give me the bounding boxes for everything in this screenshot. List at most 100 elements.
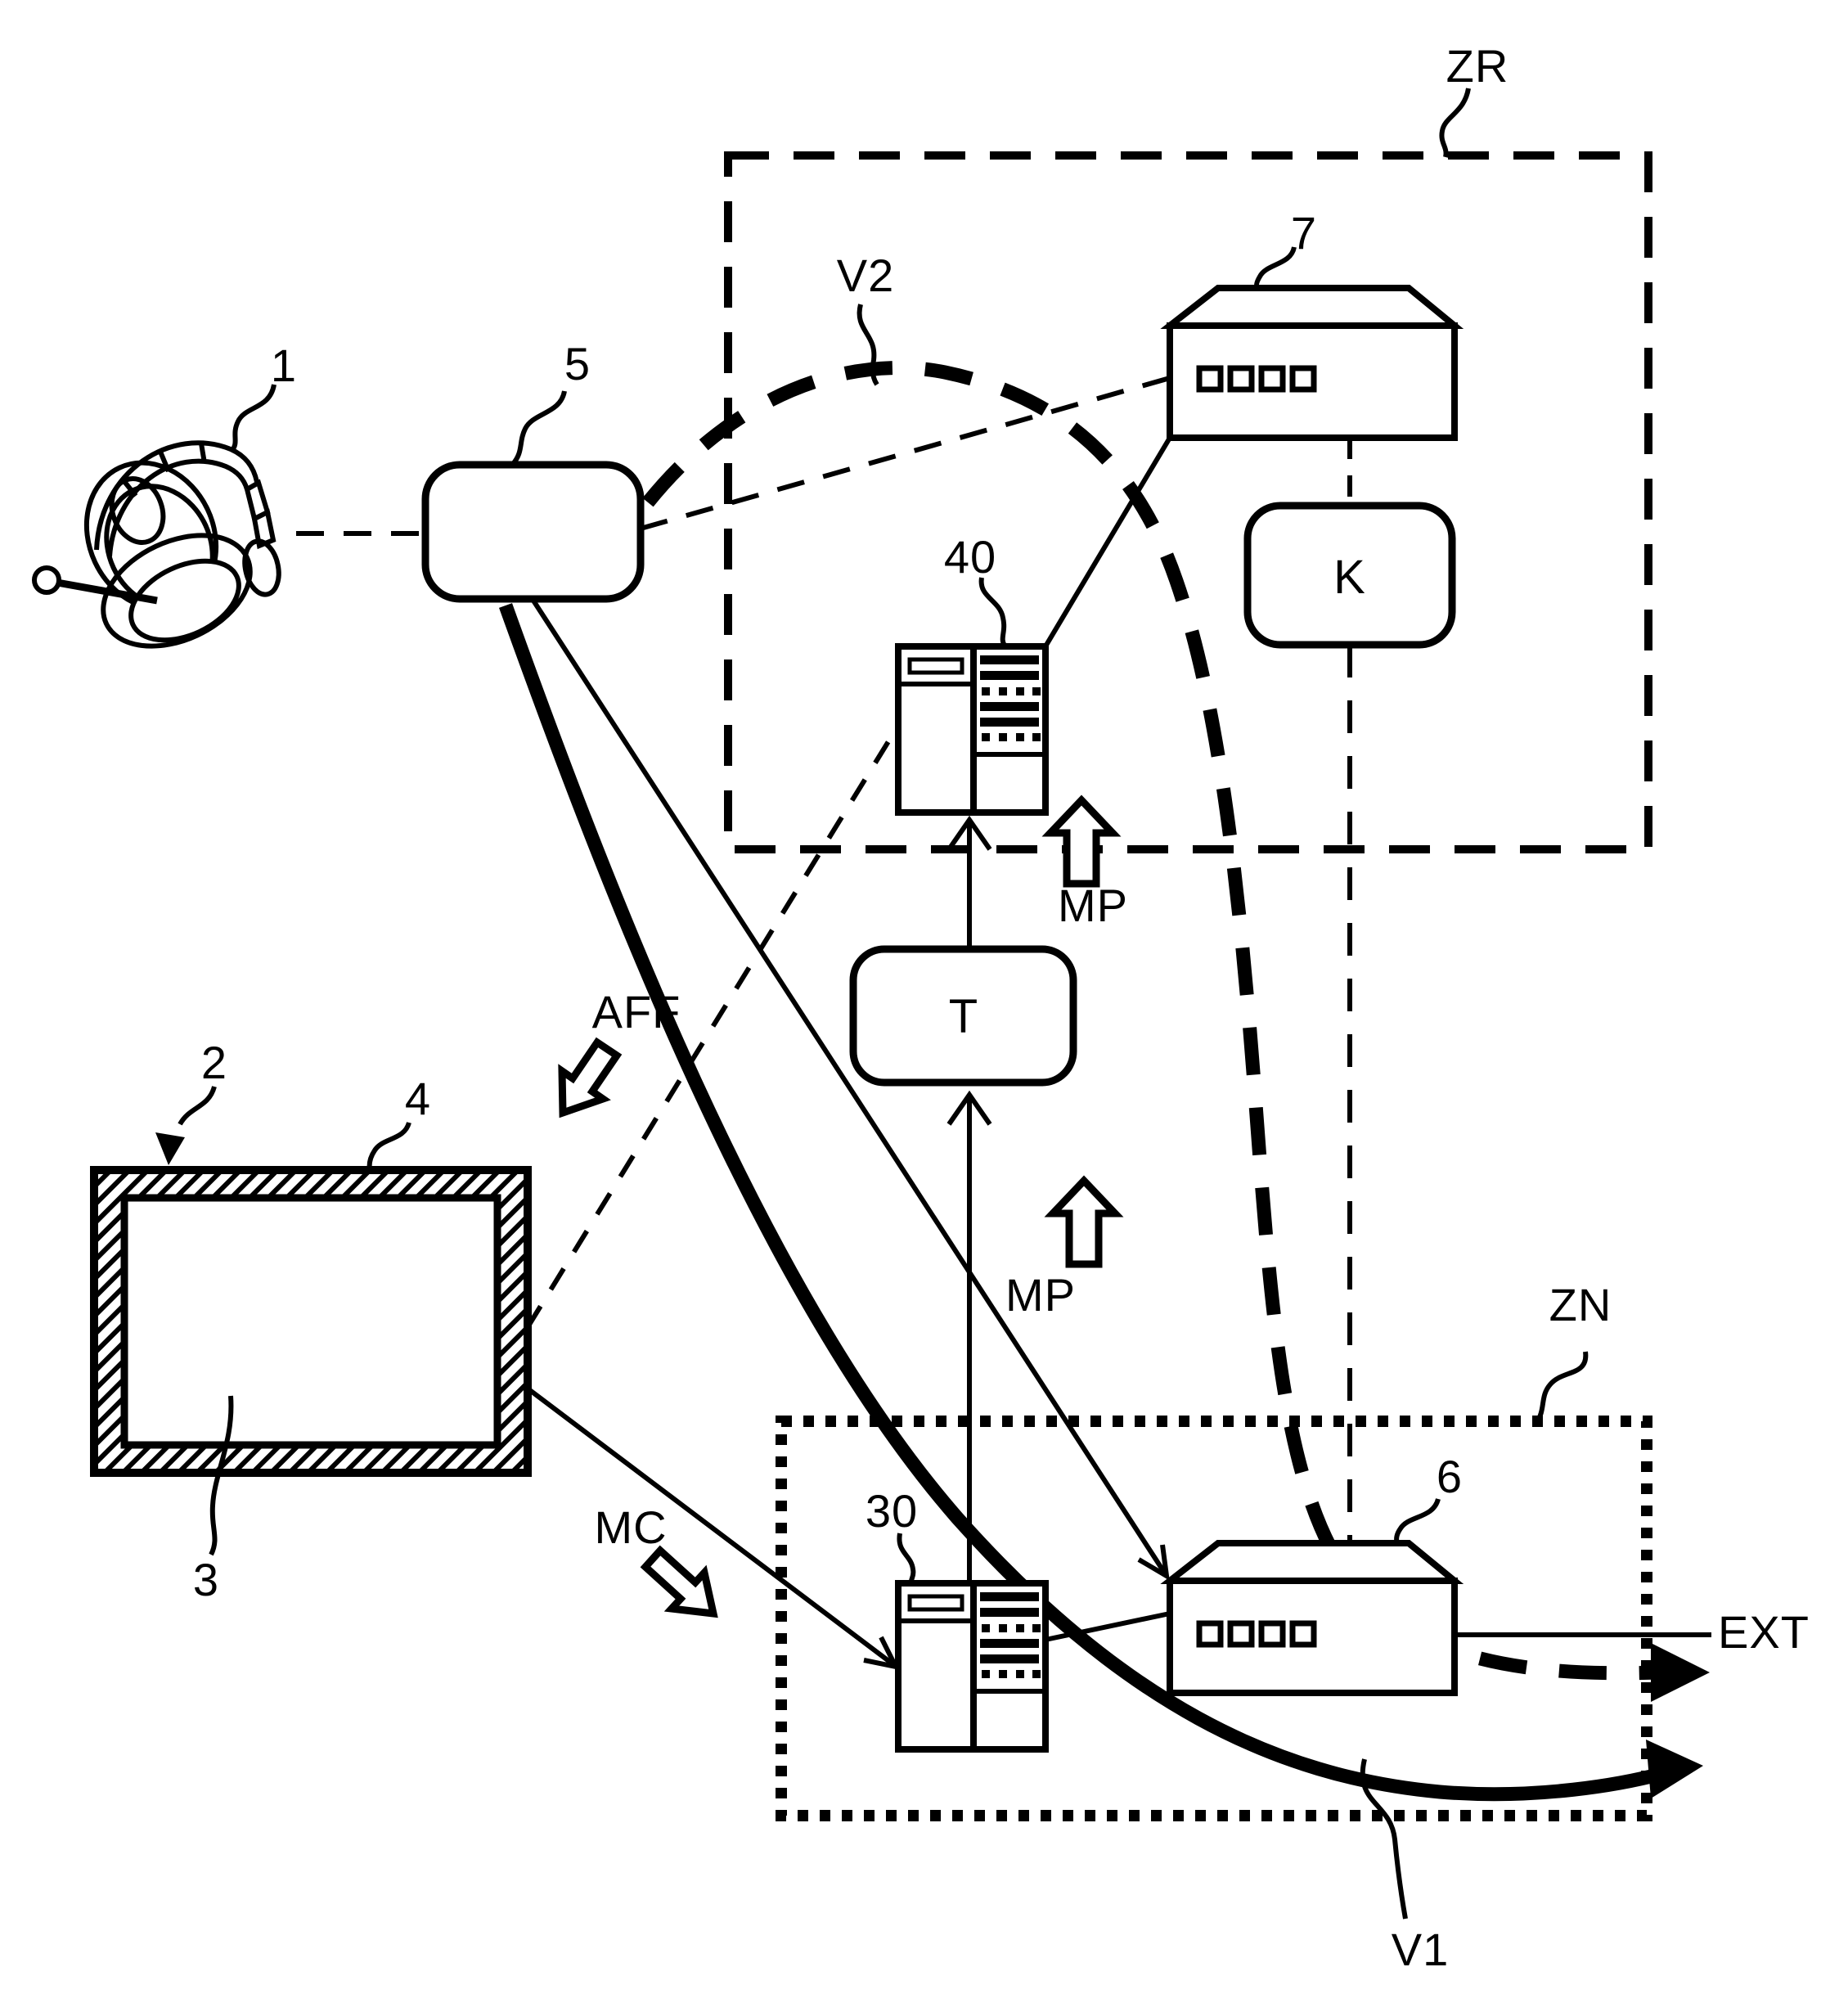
headset-band-inner [107, 458, 250, 557]
router7-port3-icon [1258, 365, 1286, 393]
v2-arrowhead [1651, 1643, 1710, 1702]
router7-port2-icon [1227, 365, 1255, 393]
k-label: K [1333, 551, 1366, 604]
connectors [296, 376, 1711, 1671]
server30-led [999, 1670, 1007, 1678]
headset-leader [230, 384, 277, 452]
screen-label: 3 [193, 1554, 219, 1605]
server40-bar2 [980, 671, 1039, 680]
headset-left-detail [109, 476, 166, 545]
k-module: K [1243, 502, 1456, 649]
link-server30-router6 [1045, 1611, 1171, 1642]
router6-port1-icon [1196, 1620, 1224, 1648]
arrowhead-into-router6 [1137, 1544, 1170, 1581]
server40-drive-slot [907, 657, 964, 675]
server30-led [1032, 1624, 1041, 1632]
monitor-leader-arrowhead [155, 1132, 185, 1165]
box5-leader [510, 390, 567, 466]
aff-callout: AFF [558, 986, 680, 1119]
zone-zn-label: ZN [1549, 1279, 1612, 1330]
headset-icon [32, 440, 281, 649]
box5-body [421, 461, 645, 603]
headset-link-lower [251, 508, 277, 550]
ext-label: EXT [1718, 1606, 1810, 1658]
router7-port4-icon [1289, 365, 1317, 393]
arrowhead-into-server40 [946, 815, 992, 851]
headset-mic-tip [32, 565, 61, 595]
server30-led-row1 [982, 1624, 990, 1632]
mp-upper-label: MP [1058, 880, 1128, 931]
headset-band-outer [94, 440, 259, 551]
router6-port3-icon [1258, 1620, 1286, 1648]
path-v1: V1 [498, 603, 1703, 1975]
server40-led [1016, 733, 1024, 741]
path-v2: V2 [642, 250, 1710, 1702]
screen-leader [209, 1395, 234, 1556]
aff-arrow-icon [558, 1037, 623, 1119]
t-label: T [949, 990, 978, 1043]
server40-led [1016, 687, 1024, 695]
server40-led-row2 [982, 733, 990, 741]
server30-led [999, 1624, 1007, 1632]
router6-leader [1394, 1497, 1441, 1545]
router7-top [1160, 285, 1464, 329]
server30-bar2 [980, 1608, 1039, 1617]
link-monitor-server30 [526, 1386, 896, 1668]
router6-port2-icon [1227, 1620, 1255, 1648]
server40-led [999, 687, 1007, 695]
callout-1: 1 [230, 340, 297, 452]
link-box5-router6 [531, 599, 1169, 1578]
server40-led [999, 733, 1007, 741]
frame-label: 4 [405, 1073, 431, 1124]
server-30: 30 [866, 1485, 1049, 1753]
mc-label: MC [594, 1501, 667, 1553]
zone-zn-leader [1534, 1351, 1589, 1425]
router-7: 7 [1160, 207, 1464, 441]
server30-bar3 [980, 1639, 1039, 1648]
t-module: T [849, 945, 1077, 1087]
server30-bar1 [980, 1592, 1039, 1601]
zone-zr-label: ZR [1446, 40, 1509, 92]
server40-led [1032, 733, 1041, 741]
mc-arrow-icon [640, 1545, 718, 1618]
mp-lower-arrow-icon [1044, 1175, 1124, 1268]
server40-bar4 [980, 718, 1039, 727]
headset-pad [128, 558, 241, 643]
server40-bar1 [980, 655, 1039, 664]
router6-label: 6 [1437, 1451, 1463, 1502]
monitor: 2 4 3 [90, 1037, 532, 1605]
mp-lower-label: MP [1005, 1269, 1076, 1321]
box5-label: 5 [564, 338, 591, 389]
zone-zn-border [776, 1416, 1652, 1821]
monitor-label: 2 [201, 1037, 227, 1088]
server40-leader [978, 577, 1007, 647]
server30-led-row2 [982, 1670, 990, 1678]
mp-upper-arrow-icon [1041, 794, 1122, 888]
v1-label: V1 [1392, 1924, 1450, 1975]
server30-label: 30 [866, 1485, 918, 1537]
server30-drive-slot [907, 1594, 964, 1612]
router6-port4-icon [1289, 1620, 1317, 1648]
processing-box-5: 5 [421, 338, 645, 603]
headset-right-cup [242, 538, 281, 597]
k-box [1243, 502, 1456, 649]
v1-arrowhead [1646, 1740, 1703, 1798]
link-monitor-server40 [525, 727, 899, 1329]
zone-zr-border [724, 151, 1652, 853]
server40-bar3 [980, 702, 1039, 711]
server30-bar4 [980, 1654, 1039, 1663]
headset-label: 1 [271, 340, 297, 391]
t-box [849, 945, 1077, 1087]
frame-leader [366, 1121, 411, 1171]
v1-leader [1360, 1758, 1408, 1920]
server-40: 40 [895, 531, 1049, 816]
monitor-leader-arrow [178, 1086, 217, 1126]
link-box5-router7 [640, 376, 1171, 531]
zone-zn: ZN [776, 1279, 1652, 1821]
link-router7-server40 [1043, 436, 1172, 648]
mp-upper: MP [1041, 794, 1128, 931]
zone-zr-leader [1439, 88, 1471, 158]
server30-leader [897, 1533, 916, 1584]
